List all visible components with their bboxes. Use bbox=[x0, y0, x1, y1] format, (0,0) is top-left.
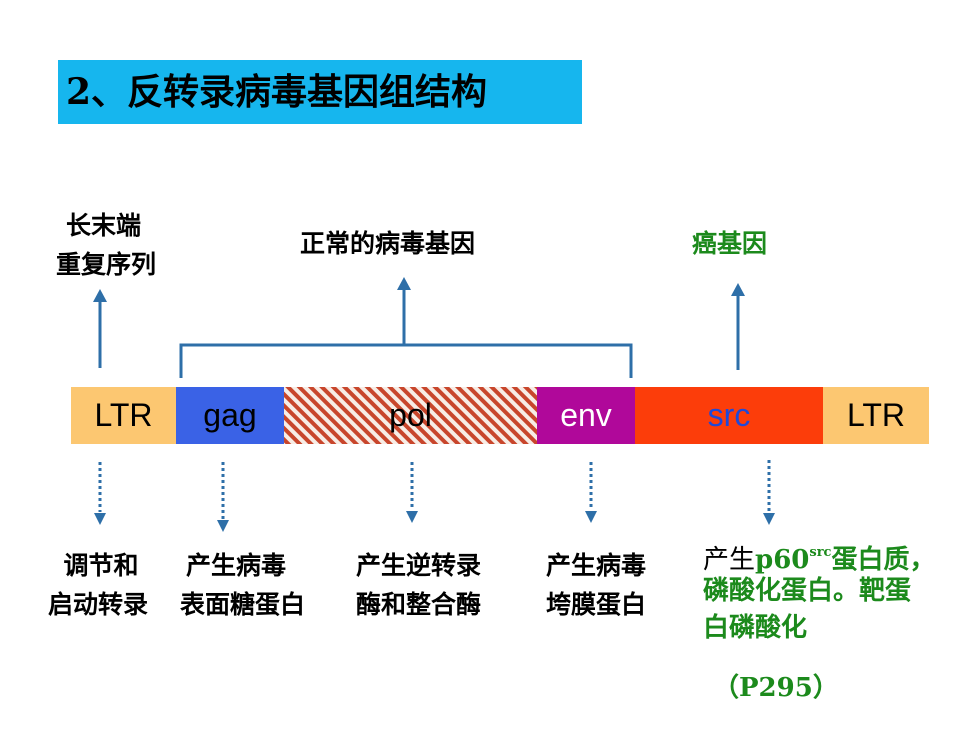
pol-down-arrowhead bbox=[406, 511, 418, 523]
pol-desc-line2: 酶和整合酶 bbox=[356, 590, 482, 619]
pol-desc-line1: 产生逆转录 bbox=[356, 551, 482, 580]
title-banner bbox=[58, 60, 582, 124]
ltr-label-line2: 重复序列 bbox=[56, 250, 157, 279]
src-desc-line2: 磷酸化蛋白。靶蛋 bbox=[703, 576, 912, 606]
env-desc-line2: 垮膜蛋白 bbox=[546, 590, 647, 619]
normal-genes-label: 正常的病毒基因 bbox=[300, 229, 476, 258]
ltr-desc-line1: 调节和 bbox=[63, 551, 139, 580]
src-down-arrowhead bbox=[763, 513, 775, 525]
segment-src: src bbox=[635, 387, 823, 444]
page-title: 2、反转录病毒基因组结构 bbox=[66, 71, 488, 113]
segment-gag: gag bbox=[176, 387, 284, 444]
segment-env: env bbox=[537, 387, 635, 444]
normal-genes-bracket bbox=[179, 343, 633, 378]
env-down-arrowhead bbox=[585, 511, 597, 523]
ltr-down-arrowhead bbox=[94, 513, 106, 525]
segment-pol: pol bbox=[389, 397, 432, 433]
src-desc-line1: 产生p60src蛋白质， bbox=[703, 545, 936, 575]
env-desc-line1: 产生病毒 bbox=[546, 551, 647, 580]
gag-desc-line2: 表面糖蛋白 bbox=[180, 590, 306, 619]
oncogene-label: 癌基因 bbox=[692, 229, 768, 258]
segment-ltr-right: LTR bbox=[823, 387, 929, 444]
segment-ltr-left: LTR bbox=[71, 387, 176, 444]
ltr-label-line1: 长末端 bbox=[66, 211, 142, 240]
src-desc-line3: 白磷酸化 bbox=[703, 613, 808, 643]
gag-desc-line1: 产生病毒 bbox=[186, 551, 287, 580]
ltr-desc-line2: 启动转录 bbox=[47, 590, 148, 619]
page-reference: （P295） bbox=[713, 673, 839, 703]
gag-down-arrowhead bbox=[217, 520, 229, 532]
